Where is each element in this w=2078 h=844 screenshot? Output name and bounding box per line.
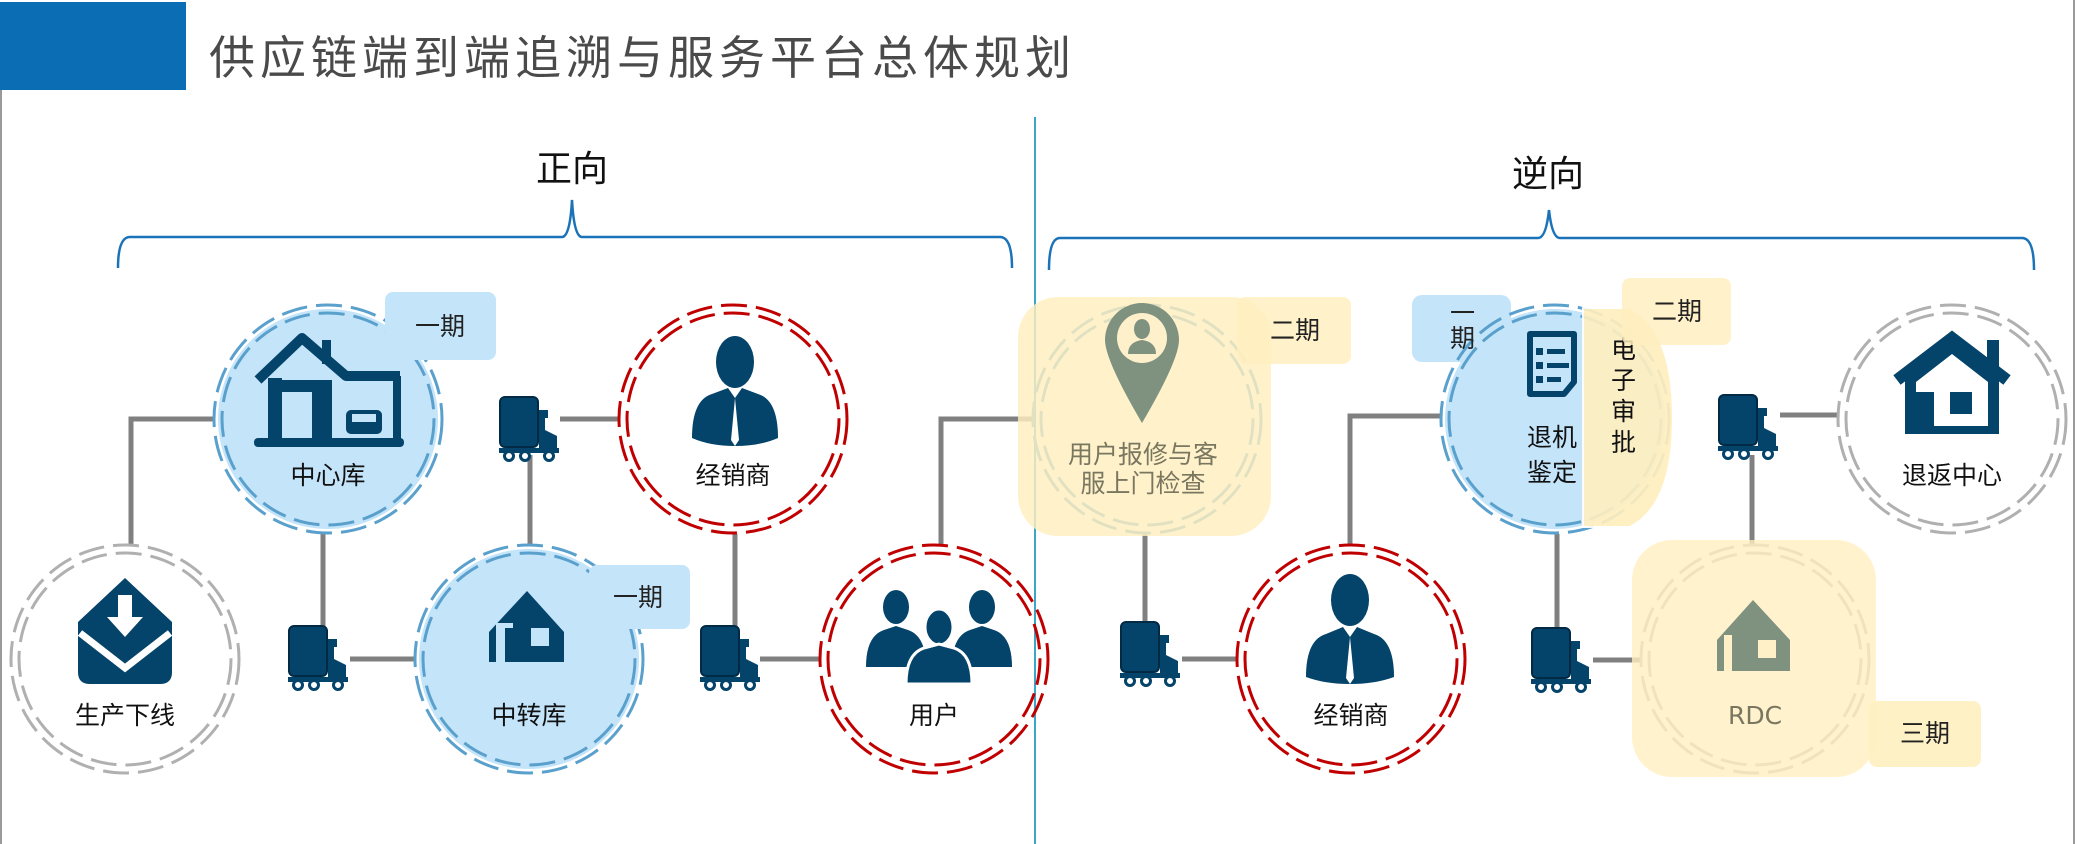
- businessman-icon: [1306, 574, 1394, 684]
- phase-badge-e-approval: 二期: [1622, 278, 1731, 345]
- node-label: 用户: [909, 701, 959, 730]
- node-return-center[interactable]: 退返中心: [1836, 303, 2068, 535]
- page-title: 供应链端到端追溯与服务平台总体规划: [209, 31, 1076, 85]
- node-label-line: 鉴定: [1527, 458, 1577, 487]
- node-user[interactable]: 用户: [818, 543, 1050, 775]
- node-label-line: 服上门检查: [1080, 469, 1205, 498]
- left-border: [0, 90, 2, 844]
- node-central-warehouse[interactable]: 中心库: [212, 303, 444, 535]
- node-dealer-reverse[interactable]: 经销商: [1235, 543, 1467, 775]
- phase-badge-transit-warehouse: 一期: [589, 565, 690, 629]
- node-label: 中转库: [491, 701, 566, 730]
- download-tray-icon: [77, 578, 173, 684]
- phase-badge-repair: 二期: [1237, 297, 1351, 364]
- node-transit-warehouse[interactable]: 中转库: [413, 543, 645, 775]
- svg-text:一期: 一期: [613, 583, 663, 612]
- phase-label-return-inspection: 一期: [1447, 300, 1476, 350]
- document-checklist-icon: [1527, 331, 1577, 397]
- truck-icon: [1531, 627, 1593, 693]
- house-icon: [1717, 600, 1790, 671]
- location-pin-person-icon: [1105, 303, 1179, 423]
- warehouse-garage-icon: [254, 333, 404, 447]
- svg-text:一期: 一期: [415, 312, 465, 341]
- svg-text:二期: 二期: [1270, 316, 1320, 345]
- phase-badge-rdc: 三期: [1869, 701, 1981, 767]
- truck-icon: [1718, 394, 1780, 460]
- node-label: 经销商: [695, 461, 770, 490]
- header-accent-block: [0, 2, 186, 90]
- truck-icon: [1120, 621, 1182, 687]
- truck-icon: [499, 396, 561, 462]
- house-chimney-icon: [1893, 330, 2011, 434]
- node-production-offline[interactable]: 生产下线: [9, 543, 241, 775]
- connectors: [128, 412, 1837, 663]
- node-label: 经销商: [1313, 701, 1388, 730]
- truck-icon: [288, 625, 350, 691]
- node-label: 中心库: [290, 461, 365, 490]
- node-repair-service[interactable]: 用户报修与客 服上门检查: [1018, 297, 1271, 536]
- svg-text:二期: 二期: [1652, 297, 1702, 326]
- section-reverse-heading: 逆向: [1512, 154, 1584, 195]
- svg-text:三期: 三期: [1900, 719, 1950, 748]
- node-label-line: 用户报修与客: [1068, 440, 1218, 469]
- truck-icon: [700, 625, 762, 691]
- phase-badge-central-warehouse: 一期: [385, 292, 496, 360]
- node-dealer-forward[interactable]: 经销商: [617, 303, 849, 535]
- e-approval-label: 电子审批: [1608, 336, 1637, 460]
- right-border: [2073, 0, 2075, 844]
- house-icon: [489, 591, 564, 662]
- node-label: 生产下线: [75, 701, 175, 730]
- node-label: RDC: [1728, 701, 1782, 730]
- e-approval-box[interactable]: 电子审批: [1582, 307, 1675, 528]
- user-group-icon: [866, 590, 1012, 686]
- businessman-icon: [692, 336, 778, 446]
- node-label-line: 退机: [1527, 423, 1577, 452]
- forward-brace: [116, 199, 1014, 269]
- node-label: 退返中心: [1902, 461, 2002, 490]
- reverse-brace: [1047, 209, 2036, 271]
- section-forward-heading: 正向: [536, 149, 608, 190]
- node-rdc[interactable]: RDC: [1632, 540, 1876, 777]
